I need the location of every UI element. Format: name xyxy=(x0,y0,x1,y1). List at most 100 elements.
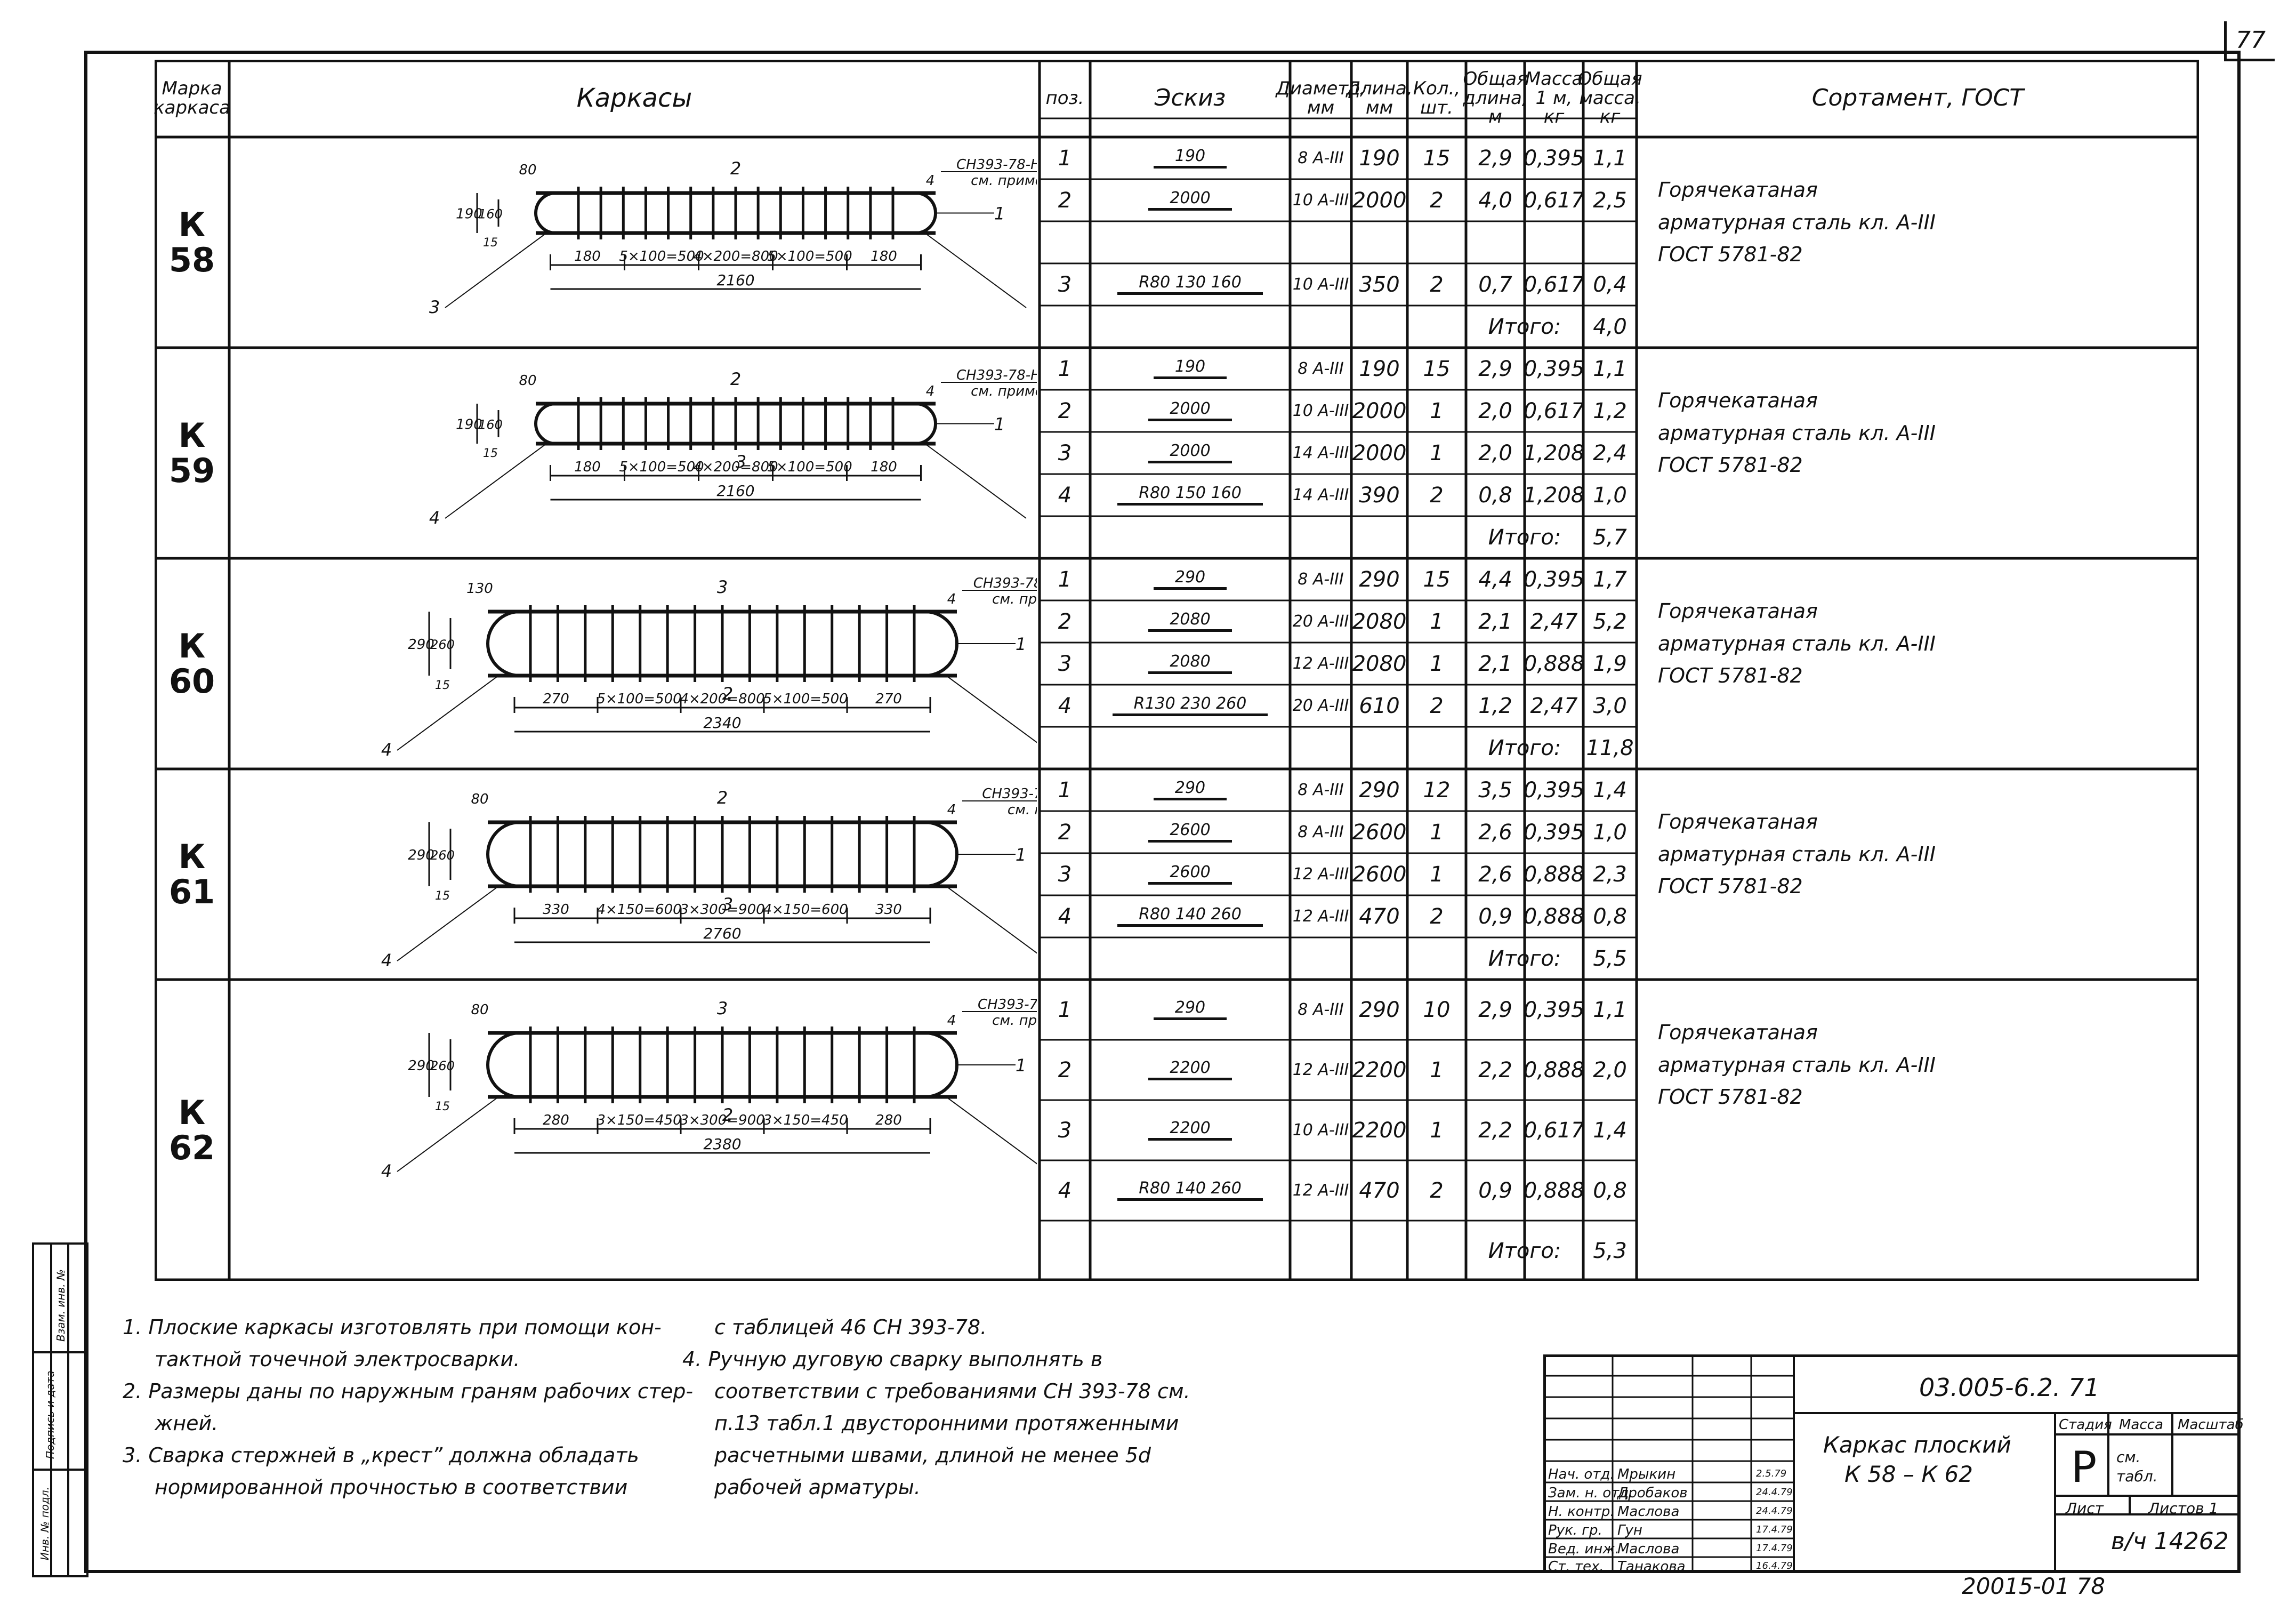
sketch-cell: 290 xyxy=(1090,558,1290,600)
header-pos: поз. xyxy=(1045,87,1084,109)
cell-m1: 0,617 xyxy=(1523,188,1585,213)
segment-dimension: 330 xyxy=(543,902,569,918)
hook-bar xyxy=(924,1031,958,1098)
cell-len: 190 xyxy=(1359,356,1400,381)
cell-qty: 1 xyxy=(1430,651,1444,676)
person-date: 2.5.79 xyxy=(1756,1468,1787,1479)
cell-d: 12 А-III xyxy=(1292,907,1349,926)
cell-len: 470 xyxy=(1359,904,1400,929)
cell-tl: 2,9 xyxy=(1478,356,1512,381)
segment-dimension: 5×100=500 xyxy=(597,691,681,707)
person-name: Мрыкин xyxy=(1617,1466,1676,1482)
height-dimension: 290 xyxy=(408,637,434,653)
hook-bar xyxy=(486,610,520,677)
segment-dimension: 4×150=600 xyxy=(763,902,848,918)
cell-d: 10 А-III xyxy=(1292,190,1349,210)
hook-dimension: 130 xyxy=(466,581,493,597)
frame-mark: К 60 xyxy=(168,627,215,701)
cell-m1: 0,617 xyxy=(1523,1118,1585,1143)
cell-tm: 1,9 xyxy=(1593,651,1627,676)
cell-d: 12 А-III xyxy=(1292,654,1349,673)
offset-dimension: 15 xyxy=(483,236,498,250)
header-eskiz: Эскиз xyxy=(1154,84,1226,112)
note-3c: с таблицей 46 СН 393-78. xyxy=(714,1316,987,1339)
note-reference: см. примечание п.4 xyxy=(971,173,1037,189)
position-label: 4 xyxy=(429,508,440,528)
cell-len: 2200 xyxy=(1352,1118,1407,1143)
note-4e: рабочей арматуры. xyxy=(714,1475,921,1499)
cell-tl: 2,6 xyxy=(1478,820,1512,845)
cell-tl: 2,9 xyxy=(1478,997,1512,1022)
cell-pos: 1 xyxy=(1058,997,1072,1022)
total-dimension: 2340 xyxy=(703,714,741,732)
segment-dimension: 180 xyxy=(871,459,897,475)
position-label: 1 xyxy=(994,414,1005,435)
note-1b: тактной точечной электросварки. xyxy=(155,1348,520,1371)
header-total-mass: Общая масса, кг xyxy=(1577,68,1642,128)
cell-qty: 12 xyxy=(1423,777,1451,803)
segment-dimension: 270 xyxy=(543,691,569,707)
cell-len: 2000 xyxy=(1352,398,1407,423)
segment-dimension: 4×200=800 xyxy=(693,459,778,475)
cell-pos: 2 xyxy=(1058,188,1072,213)
height-dimension: 290 xyxy=(408,847,434,863)
cell-len: 390 xyxy=(1359,483,1400,508)
cell-d: 12 А-III xyxy=(1292,1060,1349,1079)
cell-d: 8 А-III xyxy=(1298,148,1344,167)
sketch-label: 2600 xyxy=(1148,822,1232,843)
cell-tm: 5,2 xyxy=(1593,609,1627,634)
sketch-label: R80 130 160 xyxy=(1117,274,1263,295)
total-value: 5,7 xyxy=(1593,525,1627,550)
cell-pos: 4 xyxy=(1058,904,1072,929)
person-date: 16.4.79 xyxy=(1756,1560,1793,1571)
title-line-1: Каркас плоский xyxy=(1823,1432,2011,1458)
scale-value: см. табл. xyxy=(2116,1448,2158,1486)
cell-d: 10 А-III xyxy=(1292,401,1349,420)
rebar-line xyxy=(397,886,499,961)
position-label: 2 xyxy=(730,158,741,179)
person-date: 24.4.79 xyxy=(1756,1487,1793,1498)
cell-m1: 1,208 xyxy=(1523,440,1585,466)
cell-qty: 15 xyxy=(1423,356,1451,381)
cell-tl: 3,5 xyxy=(1478,777,1512,803)
position-label: 3 xyxy=(722,894,733,915)
frame-mark: К 58 xyxy=(168,205,215,279)
segment-dimension: 270 xyxy=(875,691,902,707)
cell-tl: 2,9 xyxy=(1478,146,1512,171)
cell-tm: 0,4 xyxy=(1593,272,1627,297)
cell-len: 290 xyxy=(1359,997,1400,1022)
cell-pos: 3 xyxy=(1058,862,1072,887)
position-label: 1 xyxy=(1016,845,1026,865)
cell-m1: 0,617 xyxy=(1523,272,1585,297)
offset-dimension: 15 xyxy=(435,1100,450,1113)
cell-len: 610 xyxy=(1359,693,1400,718)
stage-value: Р xyxy=(2071,1442,2097,1492)
cell-tm: 1,4 xyxy=(1593,777,1627,803)
segment-dimension: 5×100=500 xyxy=(767,459,852,475)
scale-label: Масштаб xyxy=(2178,1417,2244,1433)
cell-m1: 0,888 xyxy=(1523,1178,1585,1203)
position-label: 4 xyxy=(926,383,935,399)
cell-d: 10 А-III xyxy=(1292,275,1349,294)
position-label: 3 xyxy=(717,577,728,597)
cell-tl: 2,0 xyxy=(1478,398,1512,423)
segment-dimension: 180 xyxy=(574,459,601,475)
person-date: 17.4.79 xyxy=(1756,1543,1793,1554)
cell-qty: 1 xyxy=(1430,820,1444,845)
cell-d: 20 А-III xyxy=(1292,612,1349,631)
sketch-label: R80 140 260 xyxy=(1117,1180,1263,1201)
person-date: 24.4.79 xyxy=(1756,1505,1793,1517)
header-length: Длина, мм xyxy=(1346,77,1413,118)
position-label: 2 xyxy=(717,788,728,808)
segment-dimension: 180 xyxy=(574,248,601,264)
position-label: 1 xyxy=(1016,1055,1026,1076)
hook-dimension: 80 xyxy=(471,1002,488,1018)
sortament: Горячекатаная арматурная сталь кл. А-III… xyxy=(1658,599,1936,688)
sketch-cell: 2000 xyxy=(1090,390,1290,432)
cell-pos: 3 xyxy=(1058,440,1072,466)
doc-code: 03.005-6.2. 71 xyxy=(1919,1373,2100,1402)
rebar-line xyxy=(946,1096,1037,1165)
cell-tm: 1,0 xyxy=(1593,483,1627,508)
cell-tl xyxy=(1466,221,1525,263)
